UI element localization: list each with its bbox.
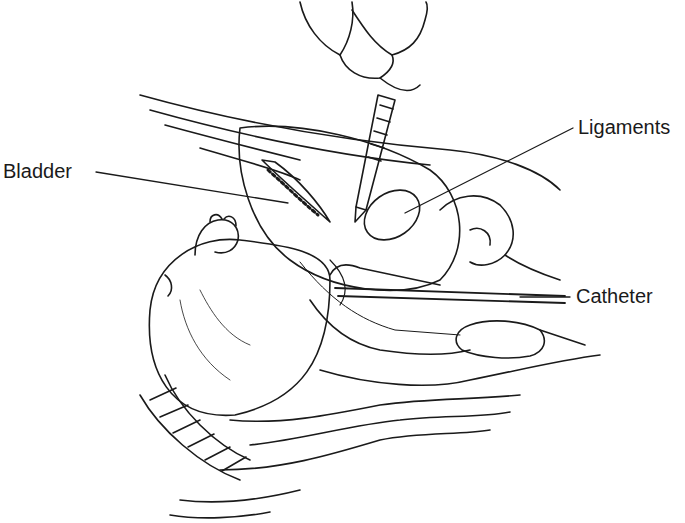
part-label: Bladder — [3, 159, 72, 183]
scalpel — [356, 95, 395, 210]
pelvic-tissue — [330, 260, 345, 305]
vertebra — [150, 388, 246, 471]
abdominal-wall — [150, 110, 430, 165]
fetal-hand — [195, 220, 238, 255]
hand — [470, 228, 490, 245]
hand — [380, 78, 420, 90]
sacrum — [140, 395, 240, 480]
thumb — [540, 330, 585, 345]
fetal-head-shading — [180, 290, 250, 380]
ligament-area — [355, 180, 429, 250]
abdominal-wall — [165, 125, 300, 160]
hand — [440, 196, 513, 265]
hand — [352, 2, 427, 55]
leader-line — [520, 296, 570, 297]
bladder-shape — [262, 160, 330, 222]
part-label: Ligaments — [578, 115, 670, 139]
retractor — [330, 265, 440, 285]
abdominal-wall — [200, 148, 300, 180]
pelvic-tissue — [320, 355, 600, 385]
pelvic-tissue — [300, 262, 460, 335]
fetal-hand — [210, 215, 236, 226]
part-label: Catheter — [576, 284, 653, 308]
pelvic-tissue — [180, 490, 300, 502]
pelvic-tissue — [230, 395, 520, 421]
scalpel — [368, 105, 393, 161]
sacrum — [165, 375, 250, 460]
pelvic-tissue — [170, 512, 270, 518]
fetal-ear — [165, 275, 172, 296]
thumb — [456, 321, 544, 358]
hand — [340, 55, 393, 78]
leader-line — [96, 172, 288, 203]
hand — [505, 255, 560, 280]
scalpel-blade — [355, 207, 366, 222]
catheter-tube — [335, 288, 565, 296]
abdominal-wall — [140, 95, 560, 190]
pelvic-tissue — [220, 430, 490, 470]
leader-line — [405, 128, 573, 213]
incision — [239, 126, 460, 290]
hand — [300, 2, 353, 55]
pelvic-tissue — [310, 300, 470, 354]
